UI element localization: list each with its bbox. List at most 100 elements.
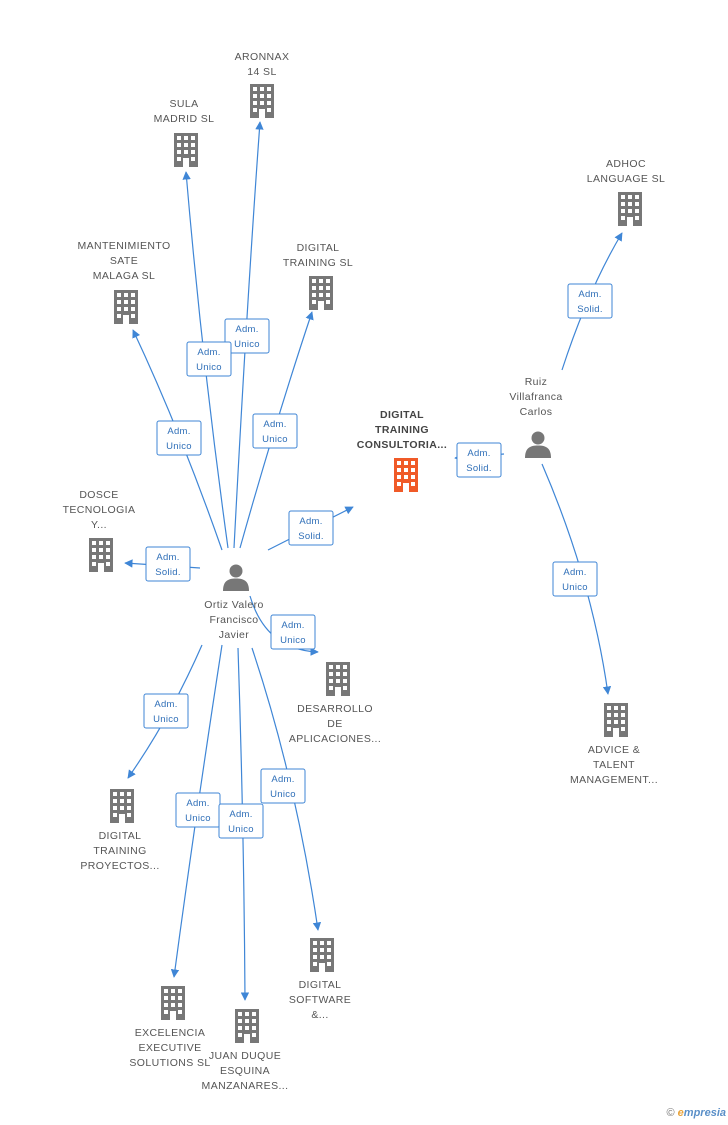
node-label: DIGITAL [299, 979, 342, 991]
node-focus[interactable]: DIGITALTRAININGCONSULTORIA... [357, 409, 447, 492]
edge-ortiz-to-dosce: Adm.Solid. [124, 546, 201, 582]
role-badge-box [552, 561, 598, 597]
person-icon [223, 564, 249, 591]
node-label: ESQUINA [220, 1065, 270, 1077]
node-label: SOLUTIONS SL [129, 1057, 210, 1069]
empresia-watermark: © empresia [667, 1107, 727, 1119]
copyright-symbol: © [666, 1107, 675, 1119]
role-badge[interactable]: Adm.Unico [156, 420, 202, 456]
brand-rest: mpresia [683, 1107, 726, 1119]
role-badge-box [270, 614, 316, 650]
node-label: DIGITAL [380, 409, 424, 421]
role-badge[interactable]: Adm. Unico [260, 768, 306, 804]
role-badge-box [186, 341, 232, 377]
building-icon [250, 84, 274, 118]
node-label: Francisco [209, 614, 258, 626]
node-adhoc[interactable]: ADHOC LANGUAGE SL [587, 158, 666, 226]
role-badge[interactable]: Adm.Unico [143, 693, 189, 729]
node-label: CONSULTORIA... [357, 439, 447, 451]
node-label: JUAN DUQUE [209, 1050, 281, 1062]
role-badge-text: Adm. [271, 774, 294, 785]
role-badge-text: Unico [262, 434, 288, 445]
node-label: Carlos [520, 406, 553, 418]
role-badge-box [260, 768, 306, 804]
node-label: SATE [110, 255, 138, 267]
edge-ortiz-to-juan: Adm. Unico [218, 647, 264, 1001]
node-label: Y... [91, 519, 107, 531]
role-badge-text: Solid. [298, 531, 324, 542]
role-badge-text: Solid. [577, 304, 603, 315]
role-badge[interactable]: Adm.Solid. [456, 442, 502, 478]
edge-ortiz-to-mant: Adm.Unico [132, 329, 223, 551]
role-badge-text: Adm. [299, 516, 322, 527]
node-label: Ruiz [525, 376, 548, 388]
role-badge-text: Unico [234, 339, 260, 350]
node-dsoft[interactable]: DIGITAL SOFTWARE &... [289, 938, 351, 1021]
node-label: ARONNAX [235, 51, 290, 63]
edge-ortiz-to-excel: Adm.Unico [170, 644, 223, 978]
building-icon [114, 290, 138, 324]
role-badge-text: Unico [228, 824, 254, 835]
role-badge-text: Adm. [154, 699, 177, 710]
building-icon [618, 192, 642, 226]
role-badge-text: Adm. [167, 426, 190, 437]
role-badge[interactable]: Adm.Unico [186, 341, 232, 377]
role-badge-box [156, 420, 202, 456]
role-badge[interactable]: Adm.Unico [175, 792, 221, 828]
node-juan[interactable]: JUAN DUQUEESQUINAMANZANARES... [202, 1009, 289, 1092]
role-badge-text: Adm. [197, 347, 220, 358]
node-label: APLICACIONES... [289, 733, 381, 745]
role-badge-text: Adm. [563, 567, 586, 578]
role-badge-text: Adm. [235, 324, 258, 335]
role-badge-text: Adm. [229, 809, 252, 820]
node-advice[interactable]: ADVICE &TALENTMANAGEMENT... [570, 703, 658, 786]
building-icon [235, 1009, 259, 1043]
node-label: Ortiz Valero [204, 599, 263, 611]
node-label: 14 SL [247, 66, 276, 78]
person-icon [525, 431, 551, 458]
role-badge[interactable]: Adm. Solid. [288, 510, 334, 546]
node-dtproy[interactable]: DIGITALTRAININGPROYECTOS... [80, 789, 159, 872]
edge-ortiz-to-sula: Adm.Unico [182, 171, 232, 549]
role-badge-text: Unico [280, 635, 306, 646]
node-aronnax[interactable]: ARONNAX 14 SL [235, 51, 290, 118]
node-label: EXECUTIVE [138, 1042, 201, 1054]
node-label: MALAGA SL [93, 270, 156, 282]
role-badge[interactable]: Adm.Solid. [145, 546, 191, 582]
role-badge-text: Unico [270, 789, 296, 800]
building-icon [161, 986, 185, 1020]
node-label: LANGUAGE SL [587, 173, 666, 185]
node-label: &... [311, 1009, 328, 1021]
node-label: TECNOLOGIA [63, 504, 136, 516]
role-badge-text: Adm. [467, 448, 490, 459]
role-badge[interactable]: Adm.Solid. [567, 283, 613, 319]
node-excel[interactable]: EXCELENCIA EXECUTIVE SOLUTIONS SL [129, 986, 210, 1069]
role-badge[interactable]: Adm. Unico [218, 803, 264, 839]
role-badge[interactable]: Adm. Unico [224, 318, 270, 354]
role-badge-text: Adm. [281, 620, 304, 631]
node-label: EXCELENCIA [135, 1027, 206, 1039]
brand-initial: e [677, 1107, 684, 1119]
role-badge[interactable]: Adm.Unico [552, 561, 598, 597]
edge-ortiz-to-aronnax: Adm. Unico [224, 121, 270, 549]
node-dosce[interactable]: DOSCETECNOLOGIAY... [63, 489, 136, 572]
edge-ortiz-to-focus: Adm. Solid. [267, 506, 354, 551]
role-badge-box [288, 510, 334, 546]
edge-ortiz-to-dsoft: Adm. Unico [251, 647, 322, 931]
node-desarrollo[interactable]: DESARROLLO DE APLICACIONES... [289, 662, 381, 745]
node-label: SOFTWARE [289, 994, 351, 1006]
node-label: SULA [169, 98, 198, 110]
node-label: ADHOC [606, 158, 646, 170]
role-badge-box [143, 693, 189, 729]
node-label: TALENT [593, 759, 635, 771]
node-label: DE [327, 718, 342, 730]
role-badge[interactable]: Adm. Unico [270, 614, 316, 650]
node-label: DESARROLLO [297, 703, 373, 715]
role-badge[interactable]: Adm.Unico [252, 413, 298, 449]
